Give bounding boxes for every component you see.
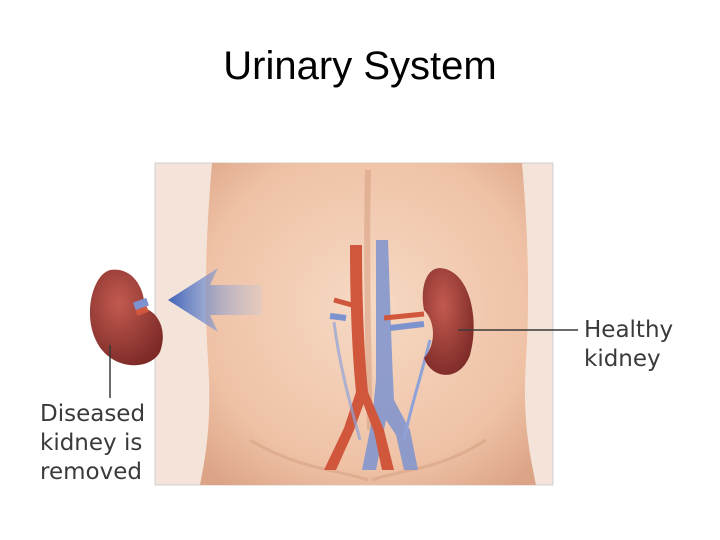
healthy-kidney — [422, 268, 474, 375]
vessel-stump — [133, 297, 149, 316]
diseased-kidney-label: Diseased kidney is removed — [40, 401, 146, 485]
diseased-kidney — [89, 269, 163, 366]
removal-arrow — [168, 268, 262, 332]
aorta — [324, 245, 368, 470]
slide-title: Urinary System — [223, 44, 497, 88]
healthy-kidney-label: Healthy kidney — [584, 317, 674, 372]
kidney-removal-illustration — [89, 162, 578, 486]
